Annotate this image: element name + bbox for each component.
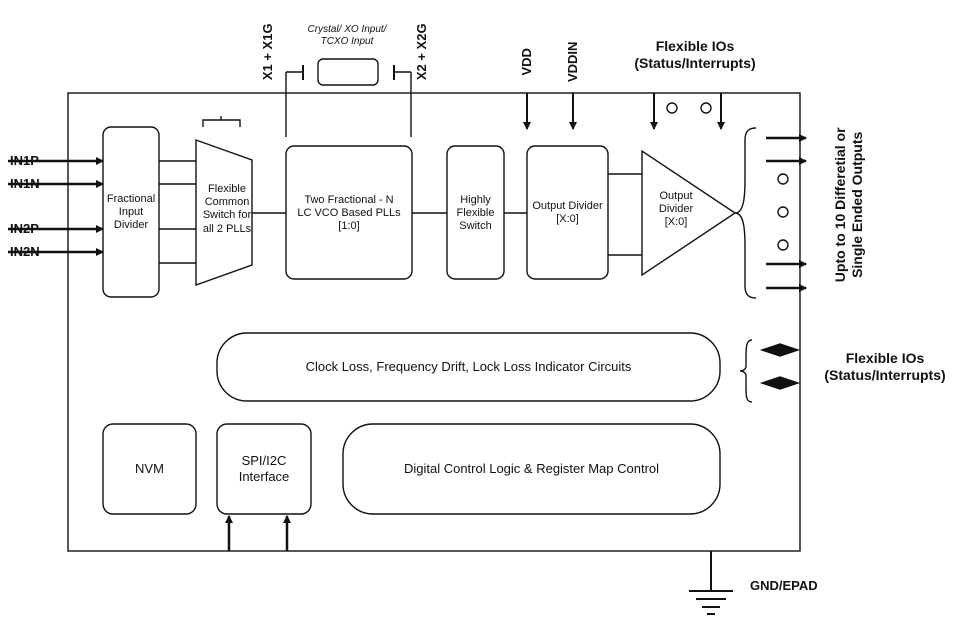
output-divider-box-label: Output Divider [X:0] bbox=[522, 200, 613, 226]
gnd-label: GND/EPAD bbox=[750, 578, 818, 593]
odb-line2: [X:0] bbox=[556, 213, 579, 226]
fs-line3: Switch for bbox=[202, 209, 252, 222]
spi-line1: SPI/I2C bbox=[241, 453, 287, 468]
flexible-ios-right-line2: (Status/Interrupts) bbox=[824, 366, 946, 383]
flexible-switch-label: Flexible Common Switch for all 2 PLLs bbox=[192, 183, 262, 236]
in1p-label: IN1P bbox=[10, 153, 39, 168]
chip-outline bbox=[67, 92, 801, 552]
crystal-label-line2: TCXO Input bbox=[320, 36, 374, 47]
nvm-label: NVM bbox=[135, 461, 164, 476]
pll-line3: [1:0] bbox=[338, 220, 360, 233]
fractional-input-divider-label: Fractional Input Divider bbox=[103, 193, 159, 233]
output-buffer-triangle bbox=[641, 149, 737, 277]
x1-pin-label: X1 + X1G bbox=[260, 23, 276, 81]
fid-line3: Divider bbox=[113, 219, 149, 232]
hfs-line2: Flexible bbox=[456, 207, 495, 220]
fs-line1: Flexible bbox=[208, 183, 246, 195]
flexible-ios-right-line1: Flexible IOs bbox=[845, 350, 925, 366]
crystal-icon bbox=[317, 58, 379, 86]
crystal-label: Crystal/ XO Input/ TCXO Input bbox=[292, 24, 402, 48]
spi-i2c-box bbox=[216, 423, 312, 515]
flexible-ios-top-label: Flexible IOs (Status/Interrupts) bbox=[620, 38, 770, 72]
fid-line2: Input bbox=[118, 206, 144, 219]
spi-line2: Interface bbox=[238, 468, 290, 484]
output-brace bbox=[734, 127, 757, 299]
flexible-ios-right-label: Flexible IOs (Status/Interrupts) bbox=[810, 350, 960, 384]
odb-line1: Output Divider bbox=[532, 200, 603, 212]
odt-line2: Divider bbox=[658, 203, 694, 216]
clock-loss-box bbox=[216, 332, 721, 402]
pll-line2: LC VCO Based PLLs bbox=[297, 207, 401, 220]
vddin-label: VDDIN bbox=[565, 41, 581, 83]
flexible-switch-mux bbox=[195, 139, 253, 286]
fs-line4: all 2 PLLs bbox=[202, 222, 252, 235]
fid-line1: Fractional bbox=[106, 193, 156, 205]
in1n-label: IN1N bbox=[10, 176, 40, 191]
fs-line2: Common bbox=[204, 196, 250, 209]
pll-label: Two Fractional - N LC VCO Based PLLs [1:… bbox=[286, 194, 412, 234]
outputs-label: Upto to 10 Differetial or Single Ended O… bbox=[832, 105, 866, 305]
flexible-ios-top-line1: Flexible IOs bbox=[655, 38, 735, 54]
clock-loss-label: Clock Loss, Frequency Drift, Lock Loss I… bbox=[305, 359, 632, 374]
nvm-box bbox=[102, 423, 197, 515]
hfs-line3: Switch bbox=[459, 220, 492, 233]
vdd-label: VDD bbox=[519, 48, 535, 76]
digital-control-box bbox=[342, 423, 721, 515]
pll-line1: Two Fractional - N bbox=[304, 194, 394, 206]
output-divider-box bbox=[526, 145, 609, 280]
fractional-input-divider-box bbox=[102, 126, 160, 298]
crystal-label-line1: Crystal/ XO Input/ bbox=[307, 24, 387, 35]
digital-control-label: Digital Control Logic & Register Map Con… bbox=[403, 461, 660, 476]
x2-pin-label: X2 + X2G bbox=[414, 23, 430, 81]
hfs-line1: Highly bbox=[460, 194, 491, 206]
outputs-line2: Single Ended Outputs bbox=[849, 131, 865, 278]
odt-line3: [X:0] bbox=[664, 216, 688, 229]
output-divider-tri-label: Output Divider [X:0] bbox=[646, 190, 706, 230]
outputs-line1: Upto to 10 Differetial or bbox=[832, 127, 849, 283]
spi-i2c-label: SPI/I2C Interface bbox=[217, 453, 311, 484]
in2p-label: IN2P bbox=[10, 221, 39, 236]
in2n-label: IN2N bbox=[10, 244, 40, 259]
highly-flexible-switch-label: Highly Flexible Switch bbox=[447, 194, 504, 234]
odt-line1: Output bbox=[659, 190, 693, 202]
flexible-ios-top-line2: (Status/Interrupts) bbox=[634, 54, 756, 71]
